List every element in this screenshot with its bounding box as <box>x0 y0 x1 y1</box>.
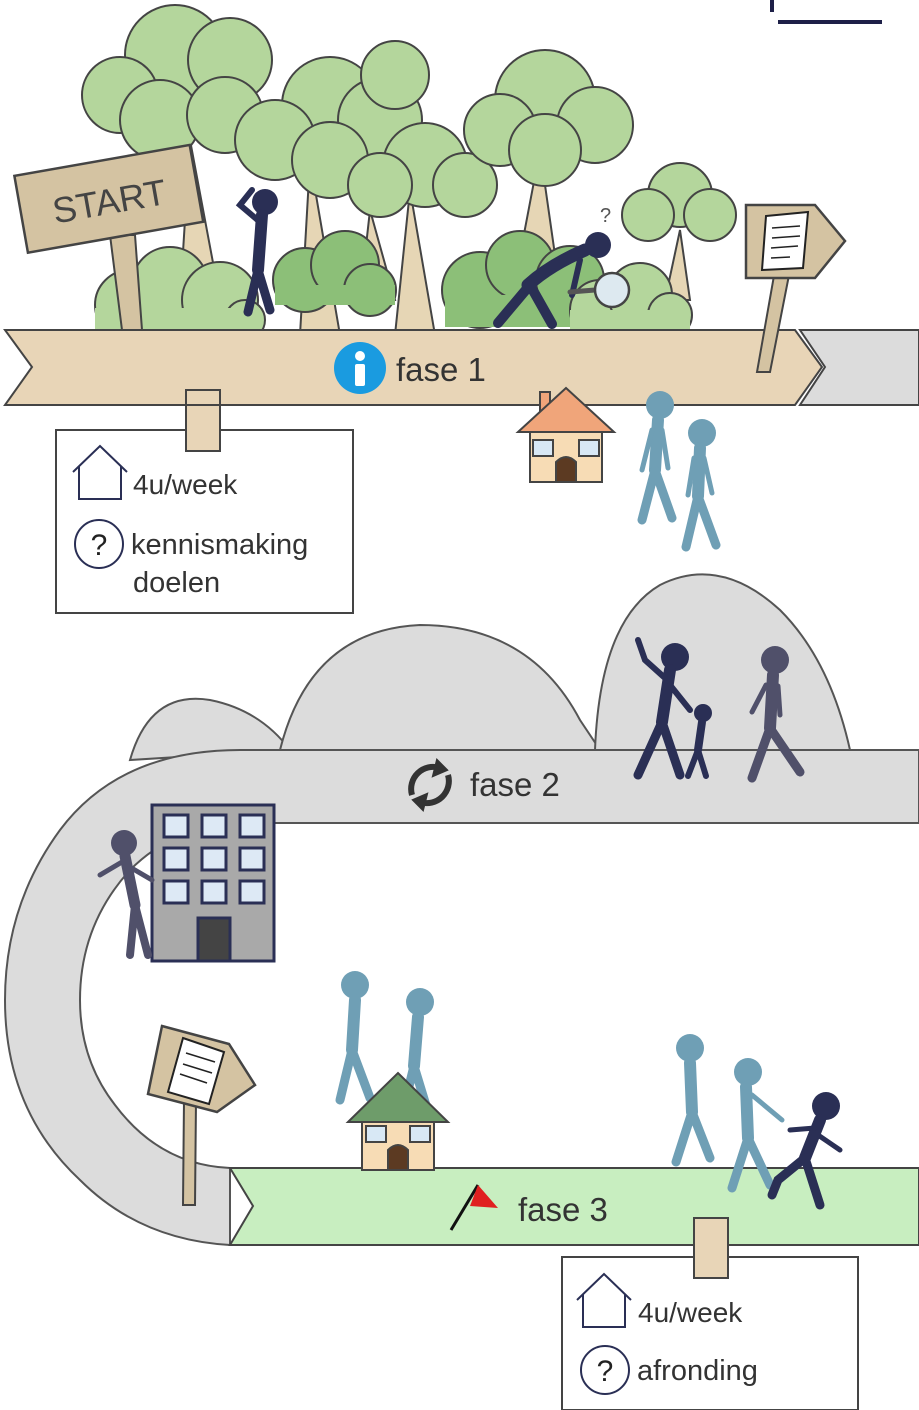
phase-3-topic: afronding <box>637 1355 758 1387</box>
phase-3-card: 4u/week ? afronding <box>561 1217 859 1410</box>
bush-dark-1 <box>272 230 397 317</box>
walkers-phase-3-left <box>335 971 434 1120</box>
tree-canopy-1 <box>81 4 273 161</box>
office-building <box>150 803 276 963</box>
question-icon: ? <box>74 519 124 569</box>
phase-1-label-group: fase 1 <box>334 342 486 394</box>
phase-1-label: fase 1 <box>396 351 486 388</box>
tree-canopy-2 <box>234 40 430 199</box>
tree-canopy-5 <box>621 162 737 242</box>
phase-3-hours: 4u/week <box>638 1297 743 1328</box>
document-sign-2 <box>146 1024 257 1206</box>
house-green <box>345 1071 451 1171</box>
info-icon <box>334 342 386 394</box>
figure-gray-walker <box>747 646 805 783</box>
svg-text:?: ? <box>91 529 108 562</box>
flag-icon <box>449 1184 498 1231</box>
phase-3-label-group: fase 3 <box>449 1184 608 1231</box>
figure-running <box>767 1092 843 1210</box>
figure-parent-child <box>633 637 712 780</box>
figure-thinking <box>235 187 278 317</box>
refresh-icon <box>408 758 452 812</box>
walkers-phase-1 <box>637 391 721 552</box>
phase-1-card: 4u/week ? kennismaking doelen <box>55 389 354 614</box>
phase-2-label: fase 2 <box>470 766 560 803</box>
tree-canopy-4 <box>463 49 634 187</box>
tree-canopy-3 <box>347 122 498 218</box>
phase-1-hours: 4u/week <box>133 469 238 500</box>
document-sign-1 <box>744 203 847 373</box>
house-orange <box>515 386 617 483</box>
start-sign: START <box>12 143 205 331</box>
corner-mark <box>770 0 882 24</box>
figure-searching: ? <box>493 205 631 329</box>
svg-text:?: ? <box>597 1355 614 1388</box>
document-icon <box>760 210 810 272</box>
phase-1-topic-line2: doelen <box>133 567 220 599</box>
forest <box>81 4 737 341</box>
road-phase-2 <box>3 749 919 1247</box>
document-icon <box>166 1036 226 1106</box>
magnifier-icon <box>567 271 631 309</box>
walkers-phase-3-right <box>671 1034 785 1193</box>
house-icon <box>576 1272 632 1328</box>
figure-by-building <box>97 830 155 959</box>
phase-2-label-group: fase 2 <box>408 758 560 812</box>
house-icon <box>72 444 128 500</box>
phase-1-topic-line1: kennismaking <box>131 529 308 561</box>
svg-text:?: ? <box>600 205 611 227</box>
question-icon: ? <box>580 1345 630 1395</box>
phase-3-label: fase 3 <box>518 1191 608 1228</box>
road-phase-1 <box>3 329 919 406</box>
